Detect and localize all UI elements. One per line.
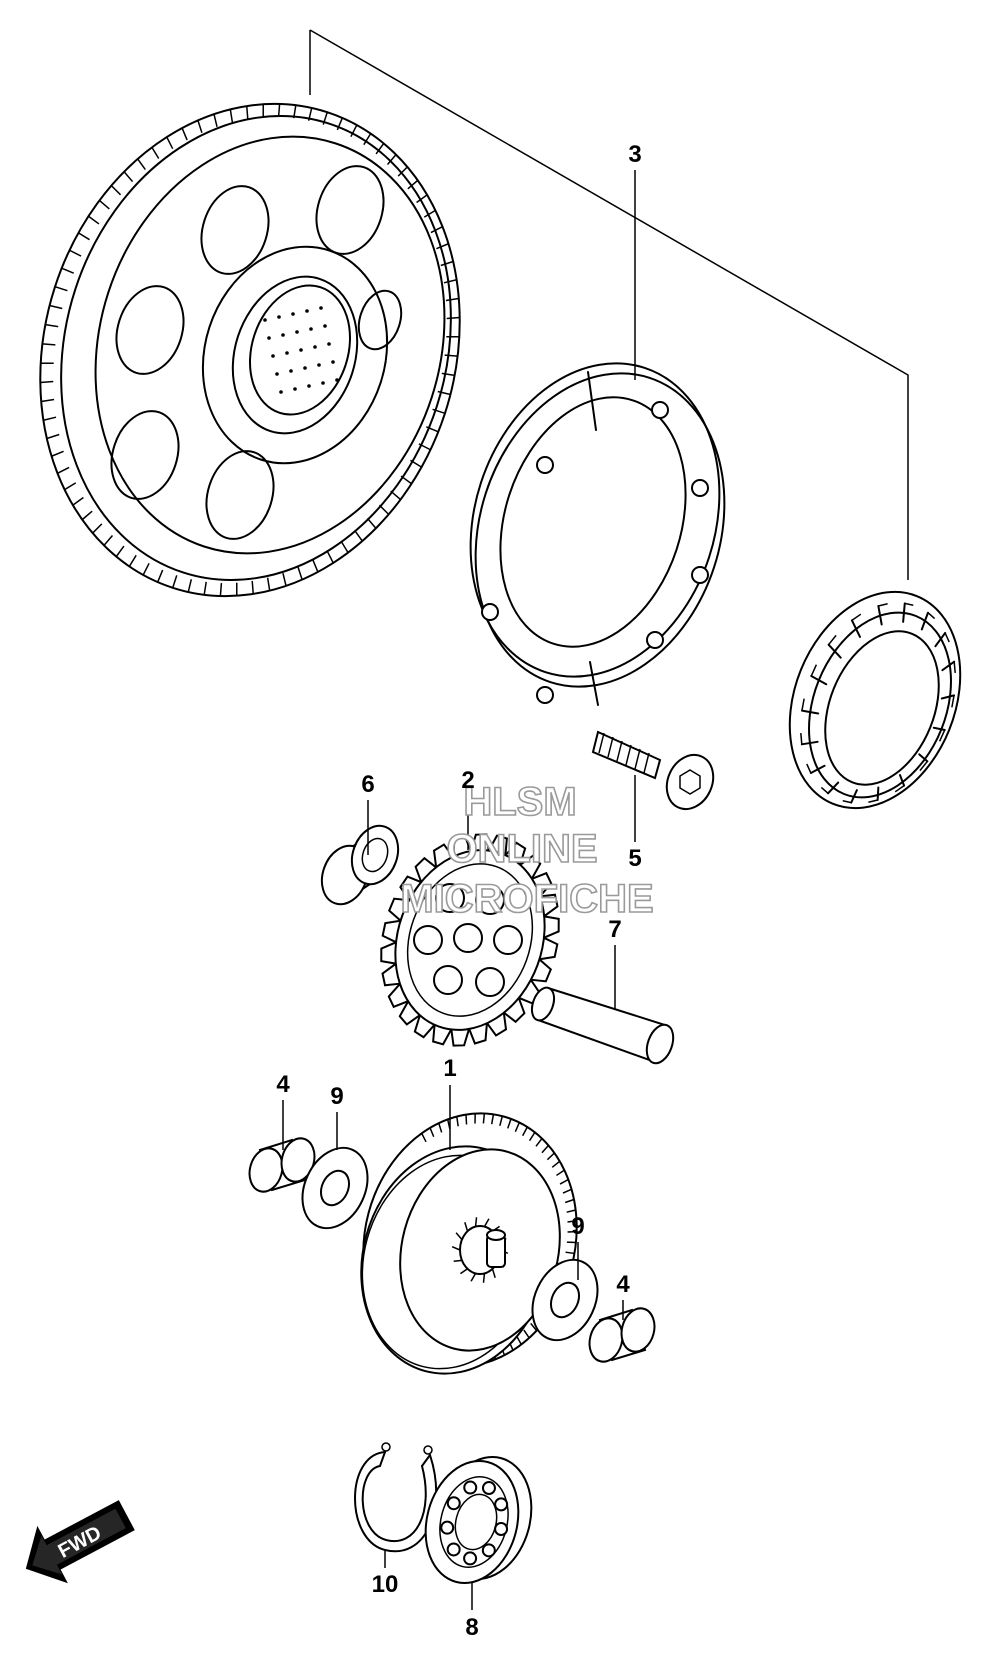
sprag-elements — [800, 602, 956, 804]
callout-9-right: 9 — [571, 1213, 584, 1240]
group-bracket — [309, 29, 909, 580]
part-1-gear-assy — [360, 1112, 578, 1375]
bolt-thread — [598, 732, 650, 774]
part-9-washer-left — [301, 1146, 369, 1230]
watermark: HLSM ONLINE MICROFICHE — [400, 779, 655, 922]
watermark-line3: MICROFICHE — [400, 877, 653, 921]
part-3-housing-ring — [469, 362, 726, 706]
callouts: 3 2 6 5 7 1 4 9 9 4 10 8 — [276, 141, 641, 1641]
callout-6: 6 — [361, 771, 374, 798]
callout-10: 10 — [372, 1571, 399, 1598]
callout-8: 8 — [465, 1614, 478, 1641]
callout-4-left: 4 — [276, 1071, 290, 1098]
part-9-washer-right — [531, 1258, 599, 1342]
callout-9-left: 9 — [330, 1083, 343, 1110]
gear-teeth — [40, 103, 460, 597]
part-10-circlip — [354, 1442, 438, 1553]
fwd-direction-arrow: FWD — [25, 1500, 135, 1584]
callout-7: 7 — [608, 916, 621, 943]
part-4-bushing-right — [588, 1307, 656, 1363]
watermark-line1: HLSM — [463, 780, 576, 824]
hub-bearing-dots — [263, 306, 339, 394]
one-way-clutch — [788, 590, 962, 810]
callout-3: 3 — [628, 141, 641, 168]
part-2-idle-gear — [380, 833, 560, 1047]
part-4-bushing-left — [248, 1137, 316, 1193]
leader-lines — [282, 170, 636, 1610]
callout-4-right: 4 — [616, 1271, 630, 1298]
part-6-bushing — [320, 824, 400, 906]
part-8-bearing — [424, 1455, 533, 1585]
callout-1: 1 — [443, 1055, 456, 1082]
bearing-balls — [440, 1480, 509, 1566]
callout-5: 5 — [628, 845, 641, 872]
starter-clutch-gear — [39, 102, 461, 598]
callout-2: 2 — [461, 767, 474, 794]
watermark-line2: ONLINE — [446, 827, 597, 871]
part-7-shaft — [530, 986, 675, 1065]
part-5-bolt — [591, 730, 715, 811]
